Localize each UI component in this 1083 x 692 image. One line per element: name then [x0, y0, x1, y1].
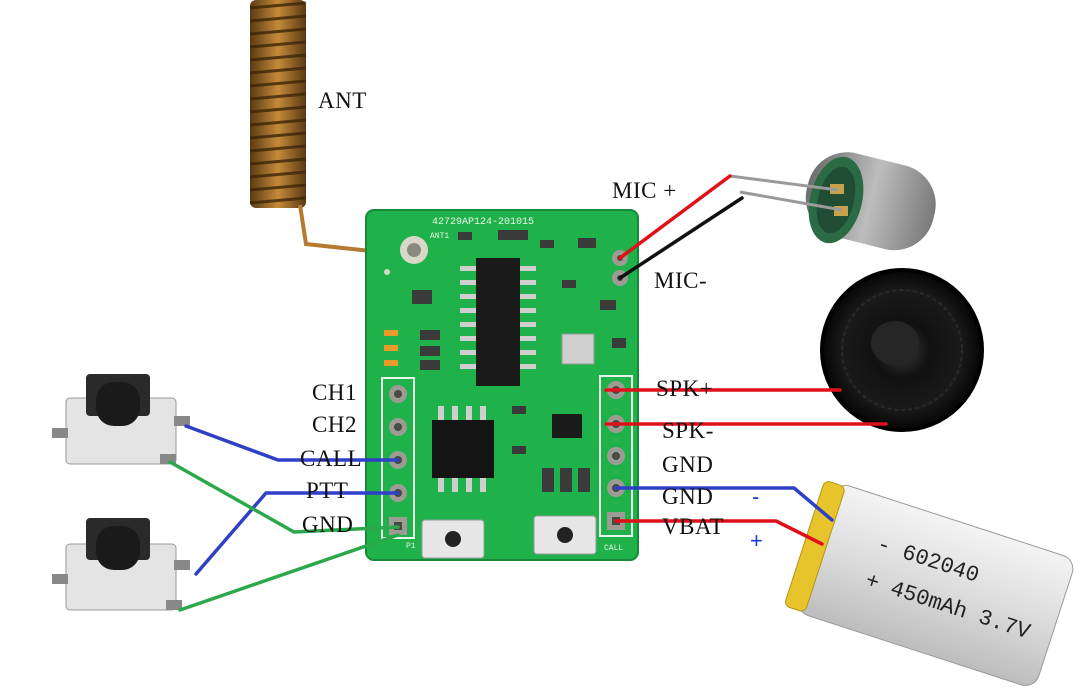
wire-battery-minus — [614, 486, 834, 522]
label-gnd-right-2: GND — [662, 484, 714, 509]
label-battery-minus: - — [752, 484, 760, 509]
wire-gnd-2 — [178, 533, 400, 612]
wire-ptt — [194, 491, 400, 576]
label-vbat: VBAT — [662, 514, 725, 539]
call-silk: CALL — [604, 544, 623, 553]
label-ant: ANT — [318, 88, 367, 113]
label-ch1: CH1 — [312, 380, 357, 405]
ant-silk: ANT1 — [430, 232, 449, 241]
label-mic-plus: MIC + — [612, 178, 677, 203]
wire-call — [184, 424, 400, 462]
pcb-board: 42729AP124-201015 ANT1 — [365, 209, 639, 561]
ptt-tactile-button — [52, 374, 190, 465]
wire-mic-minus — [618, 196, 744, 280]
antenna — [249, 0, 381, 254]
wire-gnd-1 — [168, 460, 400, 534]
label-spk-plus: SPK+ — [656, 376, 714, 401]
wires — [168, 174, 888, 612]
label-mic-minus: MIC- — [654, 268, 708, 293]
label-battery-plus: + — [750, 528, 763, 553]
board-code-silk: 42729AP124-201015 — [432, 217, 534, 228]
p1-silk: P1 — [406, 542, 416, 551]
label-spk-minus: SPK- — [662, 418, 714, 443]
label-ptt: PTT — [306, 478, 349, 503]
wire-battery-plus — [614, 519, 824, 546]
wire-mic-plus — [618, 174, 732, 260]
call-tactile-button — [52, 518, 190, 611]
label-call: CALL — [300, 446, 363, 471]
label-gnd-left: GND — [302, 512, 354, 537]
speaker — [820, 268, 984, 432]
battery: - 602040 + 450mAh 3.7V — [785, 481, 1074, 686]
label-gnd-right-1: GND — [662, 452, 714, 477]
label-ch2: CH2 — [312, 412, 357, 437]
microphone — [729, 152, 936, 251]
